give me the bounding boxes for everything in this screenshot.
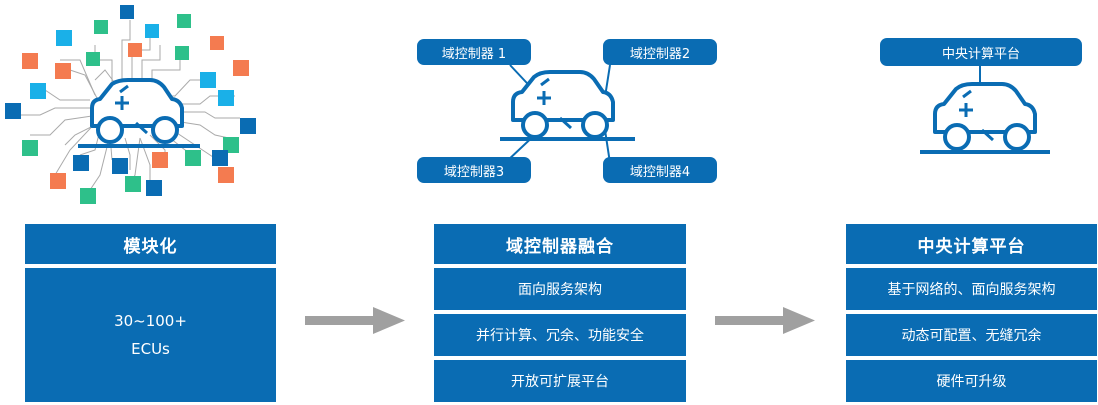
domain-controller-tag-3: 域控制器3 — [417, 157, 531, 183]
column-title-modular: 模块化 — [25, 224, 276, 264]
feature-box: 基于网络的、面向服务架构 — [846, 268, 1097, 310]
feature-box: 开放可扩展平台 — [434, 360, 686, 402]
arrow-right-icon — [305, 307, 405, 334]
feature-box: 并行计算、冗余、功能安全 — [434, 314, 686, 356]
car-icon — [933, 82, 1037, 151]
feature-box: 硬件可升级 — [846, 360, 1097, 402]
domain-controller-tag-2: 域控制器2 — [603, 39, 717, 65]
feature-box: 动态可配置、无缝冗余 — [846, 314, 1097, 356]
ecu-modules — [5, 5, 256, 204]
ecu-network-illustration — [5, 5, 256, 204]
column-title-domain-fusion: 域控制器融合 — [434, 224, 686, 264]
domain-car-illustration — [500, 64, 635, 164]
ecu-count-box: 30~100+ ECUs — [25, 268, 276, 402]
ecu-count-line1: 30~100+ — [114, 311, 187, 330]
feature-box: 面向服务架构 — [434, 268, 686, 310]
ecu-count-line2: ECUs — [131, 340, 170, 358]
car-icon — [90, 78, 184, 144]
central-car-illustration — [920, 66, 1050, 154]
central-platform-tag: 中央计算平台 — [880, 38, 1082, 66]
column-title-central-platform: 中央计算平台 — [846, 224, 1097, 264]
domain-controller-tag-1: 域控制器 1 — [417, 39, 531, 65]
arrow-right-icon — [715, 307, 815, 334]
domain-controller-tag-4: 域控制器4 — [603, 157, 717, 183]
car-icon — [511, 70, 615, 139]
